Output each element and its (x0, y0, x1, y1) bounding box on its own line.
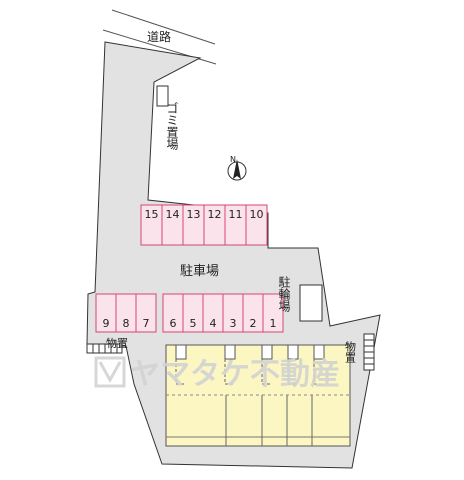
parking-space-number: 7 (143, 317, 150, 330)
parking-space-number: 10 (250, 208, 264, 221)
storage-left-label: 物置 (106, 336, 128, 350)
parking-row-upper: 15 14 13 12 11 10 (140, 204, 268, 246)
apartment-building (165, 344, 351, 447)
garbage-station (156, 85, 169, 107)
parking-space-number: 13 (187, 208, 201, 221)
garbage-station-label: ゴミ置場 (165, 101, 179, 151)
storage-right-label: 物置 (344, 340, 357, 363)
storage-shed-left (86, 343, 123, 354)
parking-space-number: 11 (229, 208, 243, 221)
compass-n-label: N (230, 155, 236, 164)
parking-space (135, 293, 157, 333)
bicycle-parking-label: 駐輪場 (277, 275, 291, 313)
road-edge-line (111, 9, 216, 45)
watermark: ヤマタケ不動産 (94, 356, 340, 392)
storage-shed-right (363, 333, 375, 371)
parking-lot-label: 駐車場 (180, 264, 219, 279)
north-arrow-icon (227, 159, 247, 181)
parking-space-number: 6 (170, 317, 177, 330)
parking-space-number: 9 (103, 317, 110, 330)
parking-space-number: 15 (145, 208, 159, 221)
parking-space (262, 293, 284, 333)
road-label: 道路 (147, 29, 171, 44)
parking-space-number: 2 (250, 317, 257, 330)
parking-space-number: 14 (166, 208, 180, 221)
parking-space (245, 204, 268, 246)
parking-space-number: 5 (190, 317, 197, 330)
parking-space-number: 12 (208, 208, 222, 221)
parking-space-number: 8 (123, 317, 130, 330)
parking-space-number: 3 (230, 317, 237, 330)
watermark-text: ヤマタケ不動産 (130, 357, 340, 392)
parking-space-number: 4 (210, 317, 217, 330)
parking-space-number: 1 (270, 317, 277, 330)
bicycle-parking (299, 284, 323, 322)
